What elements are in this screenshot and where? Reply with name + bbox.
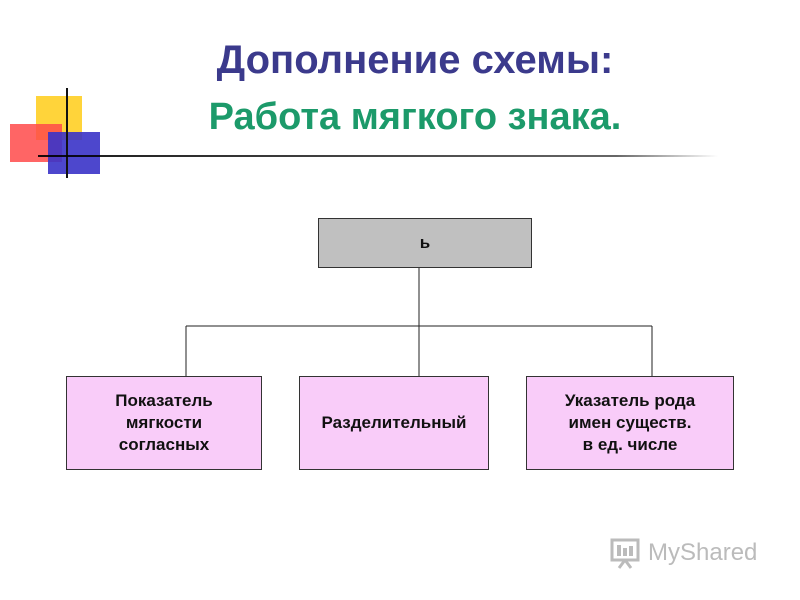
decorative-corner-graphic <box>10 88 718 178</box>
title-line-2: Работа мягкого знака. <box>208 96 622 138</box>
horizontal-rule <box>38 155 718 157</box>
diagram-node-separating: Разделительный <box>299 376 489 470</box>
watermark: MyShared <box>608 536 757 570</box>
diagram-node-gender-indicator: Указатель рода имен существ. в ед. числе <box>526 376 734 470</box>
diagram-node-softness-indicator: Показатель мягкости согласных <box>66 376 262 470</box>
watermark-text: MyShared <box>648 539 758 566</box>
title-line-1: Дополнение схемы: <box>216 38 614 82</box>
presentation-board-icon <box>610 538 640 569</box>
diagram-node-root: ь <box>318 218 532 268</box>
blue-square <box>48 132 100 174</box>
